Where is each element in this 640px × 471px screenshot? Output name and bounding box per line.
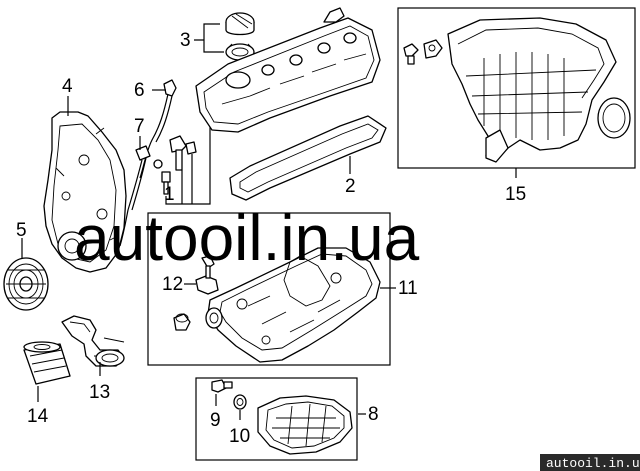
callout-14: 14: [27, 406, 49, 427]
valve-cover-bolts: [161, 135, 197, 195]
oil-pan-box: [147, 212, 391, 366]
callout-13: 13: [89, 382, 110, 403]
oil-filter-part: [23, 341, 71, 385]
callout-12: 12: [162, 274, 183, 295]
timing-cover-part: [43, 111, 127, 273]
callout-15: 15: [505, 184, 526, 205]
leader-lines: [21, 23, 517, 420]
drain-washer-part: [233, 394, 247, 410]
sensor-part: [195, 255, 219, 295]
footer-watermark: autooil.in.ua: [546, 456, 640, 471]
crank-pulley-part: [3, 257, 49, 311]
oil-pickup-part: [61, 315, 125, 367]
lower-oil-pan-part: [257, 395, 353, 455]
callout-2: 2: [345, 176, 356, 197]
valve-cover-part: [195, 7, 387, 201]
lower-pan-box: [195, 377, 358, 461]
callout-9: 9: [210, 410, 221, 431]
callout-11: 11: [398, 278, 418, 299]
callout-1: 1: [164, 184, 175, 205]
callout-6: 6: [134, 80, 145, 101]
callout-3: 3: [180, 30, 191, 51]
callout-8: 8: [368, 404, 379, 425]
oil-filler-cap-part: [225, 12, 255, 61]
callout-10: 10: [229, 426, 250, 447]
dipstick-part: [139, 79, 177, 179]
intake-manifold-part: [403, 17, 631, 163]
callout-7: 7: [134, 116, 145, 137]
callout-1-leader: [165, 120, 211, 205]
drain-bolt-part: [211, 379, 233, 393]
center-watermark: autooil.in.ua: [74, 202, 420, 274]
oil-pan-part: [173, 247, 381, 363]
callout-5: 5: [16, 220, 27, 241]
footer-watermark-bg: [540, 454, 640, 471]
callout-4: 4: [62, 76, 73, 97]
